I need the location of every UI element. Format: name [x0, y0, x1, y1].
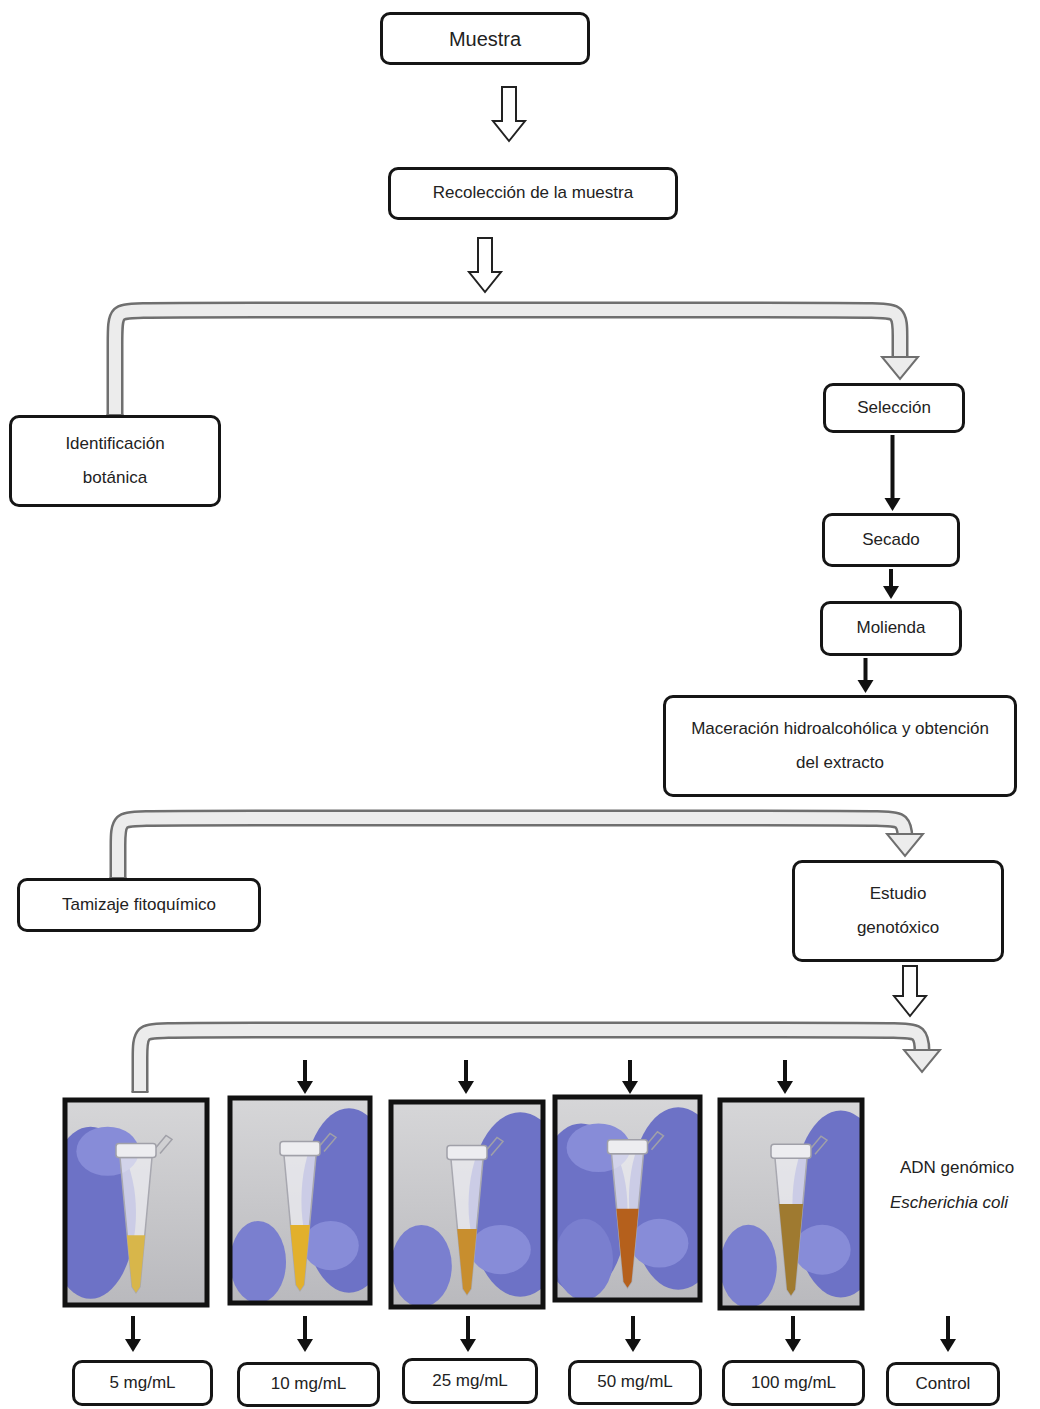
- node-text: 50 mg/mL: [597, 1372, 673, 1392]
- arrow-head: [625, 1339, 641, 1352]
- solid-connector: [885, 435, 901, 511]
- annotation-label: Escherichia coli: [890, 1193, 1008, 1213]
- bracket-fill: [115, 310, 900, 415]
- photo-frame: [720, 1100, 862, 1308]
- node-text: Estudio genotóxico: [827, 877, 969, 945]
- node-text: Identificación botánica: [34, 427, 196, 495]
- concentration-box: 5 mg/mL: [72, 1360, 213, 1406]
- arrow-shaft: [783, 1060, 787, 1084]
- node-text: Control: [916, 1374, 971, 1394]
- node-text: 5 mg/mL: [109, 1373, 175, 1393]
- node-text: Molienda: [857, 617, 926, 639]
- concentration-box: 100 mg/mL: [722, 1360, 865, 1406]
- solid-connector: [883, 569, 899, 599]
- process-box: Recolección de la muestra: [388, 167, 678, 220]
- process-box: Secado: [822, 513, 960, 567]
- bracket-head: [887, 834, 923, 856]
- hollow-arrow: [469, 238, 501, 292]
- node-text: 100 mg/mL: [751, 1373, 836, 1393]
- arrow-head: [940, 1339, 956, 1352]
- bracket-head: [882, 357, 918, 379]
- node-text: 10 mg/mL: [271, 1374, 347, 1394]
- process-box: Muestra: [380, 12, 590, 65]
- node-text: Maceración hidroalcohólica y obtención d…: [688, 712, 992, 780]
- concentration-box: Control: [886, 1362, 1000, 1406]
- bracket-fill: [118, 818, 905, 878]
- arrow-shaft: [466, 1316, 470, 1342]
- bracket-fill: [140, 1030, 922, 1092]
- process-box: Maceración hidroalcohólica y obtención d…: [663, 695, 1017, 797]
- node-text: Tamizaje fitoquímico: [62, 894, 216, 916]
- concentration-box: 25 mg/mL: [402, 1358, 538, 1404]
- bracket-outline: [118, 818, 905, 878]
- hollow-arrow: [493, 87, 525, 141]
- concentration-box: 50 mg/mL: [568, 1360, 702, 1405]
- bracket-cap: [132, 1091, 149, 1093]
- arrow-head: [297, 1081, 313, 1094]
- arrow-head: [125, 1339, 141, 1352]
- process-box: Selección: [823, 383, 965, 433]
- bracket-outline: [115, 310, 900, 415]
- node-text: 25 mg/mL: [432, 1371, 508, 1391]
- arrow-head: [777, 1081, 793, 1094]
- arrow-shaft: [628, 1060, 632, 1084]
- sample-photo: [391, 1102, 572, 1307]
- node-text: Muestra: [449, 26, 521, 52]
- sample-photo: [535, 1097, 728, 1300]
- photo-frame: [555, 1097, 700, 1300]
- arrow-shaft: [464, 1060, 468, 1084]
- hollow-arrow: [894, 966, 926, 1016]
- arrow-head: [460, 1339, 476, 1352]
- arrow-head: [785, 1339, 801, 1352]
- arrow-head: [622, 1081, 638, 1094]
- arrow-shaft: [303, 1316, 307, 1342]
- solid-connector: [858, 658, 874, 693]
- process-box: Molienda: [820, 601, 962, 656]
- bracket-connector: [107, 310, 919, 415]
- process-box: Estudio genotóxico: [792, 860, 1004, 962]
- sample-photo: [230, 1098, 397, 1303]
- arrow-shaft: [791, 1316, 795, 1342]
- arrow-head: [297, 1339, 313, 1352]
- annotation-label: ADN genómico: [900, 1158, 1014, 1178]
- sample-photo: [45, 1100, 207, 1305]
- arrow-shaft: [946, 1316, 950, 1342]
- bracket-outline: [140, 1030, 922, 1092]
- photo-frame: [65, 1100, 207, 1305]
- arrow-head: [458, 1081, 474, 1094]
- bracket-head: [904, 1050, 940, 1072]
- node-text: Secado: [862, 529, 920, 551]
- arrow-shaft: [303, 1060, 307, 1084]
- hollow-connector: [493, 87, 525, 141]
- photo-frame: [230, 1098, 370, 1303]
- arrow-shaft: [631, 1316, 635, 1342]
- sample-photo: [720, 1100, 889, 1308]
- process-box: Identificación botánica: [9, 415, 221, 507]
- node-text: Recolección de la muestra: [433, 182, 633, 204]
- concentration-box: 10 mg/mL: [237, 1362, 380, 1407]
- node-text: Selección: [857, 397, 931, 419]
- photo-frame: [391, 1102, 543, 1307]
- arrow-shaft: [131, 1316, 135, 1342]
- process-box: Tamizaje fitoquímico: [17, 878, 261, 932]
